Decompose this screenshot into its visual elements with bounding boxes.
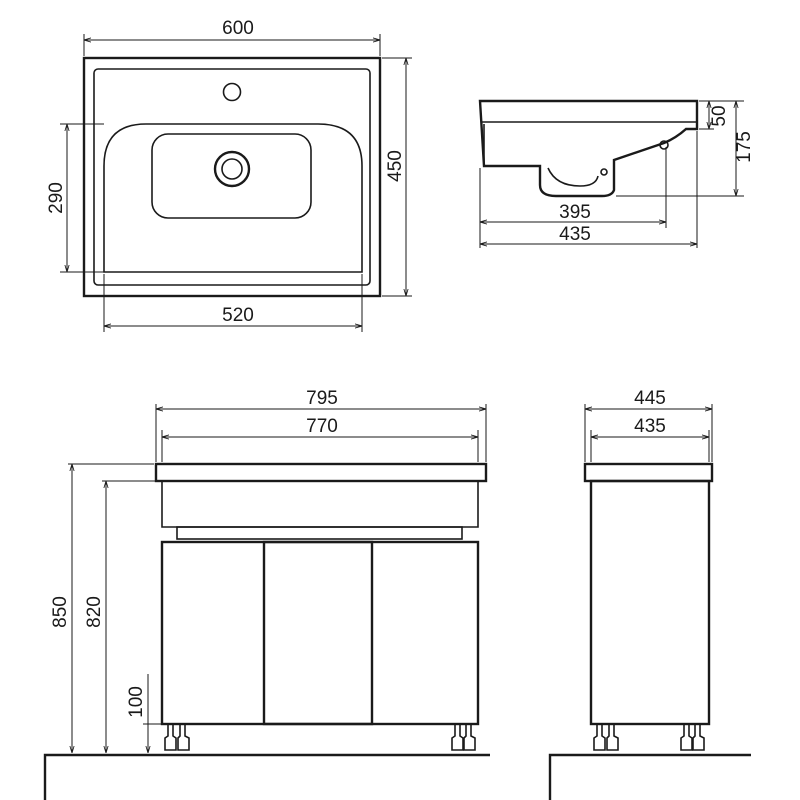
- side-floor-line: [548, 753, 751, 800]
- dim-175-label: 175: [734, 131, 755, 163]
- dim-side-depth-body: 435: [590, 415, 710, 462]
- dim-basin-width: 600: [83, 17, 381, 56]
- cabinet-front-view: [154, 462, 488, 751]
- dim-290-label: 290: [46, 182, 67, 214]
- dim-450-label: 450: [385, 150, 406, 182]
- dim-395-label: 395: [559, 202, 591, 223]
- dim-795-label: 795: [306, 388, 338, 409]
- dim-850-label: 850: [50, 596, 71, 628]
- basin-side-view: [478, 99, 699, 198]
- dim-600-label: 600: [222, 18, 254, 39]
- dim-770-label: 770: [306, 416, 338, 437]
- dim-820-label: 820: [84, 596, 105, 628]
- front-floor-line: [43, 753, 490, 800]
- dim-435-label: 435: [634, 416, 666, 437]
- dim-cabinet-height-body: 820: [84, 480, 160, 753]
- dim-rim-height: 50: [699, 100, 730, 130]
- dim-435-side-label: 435: [559, 224, 591, 245]
- dim-cabinet-body-width: 770: [161, 415, 479, 462]
- dim-inner-depth: 395: [479, 131, 698, 248]
- dim-side-depth-total: 445: [584, 387, 713, 462]
- dim-bowl-width: 520: [103, 274, 363, 332]
- dim-50-label: 50: [709, 105, 730, 126]
- dim-cabinet-width-total: 795: [155, 387, 487, 462]
- dim-bowl-depth: 290: [46, 123, 104, 273]
- cabinet-side-view: [583, 462, 714, 751]
- dim-basin-height: 175: [616, 100, 755, 197]
- dim-leg-height: 100: [126, 674, 166, 753]
- dim-basin-depth: 450: [382, 57, 412, 297]
- dim-445-label: 445: [634, 388, 666, 409]
- basin-top-view: [82, 56, 382, 298]
- dim-520-label: 520: [222, 305, 254, 326]
- dim-basin-side-depth: 435: [480, 224, 697, 245]
- dim-100-label: 100: [126, 686, 147, 718]
- dim-cabinet-height-total: 850: [50, 463, 154, 753]
